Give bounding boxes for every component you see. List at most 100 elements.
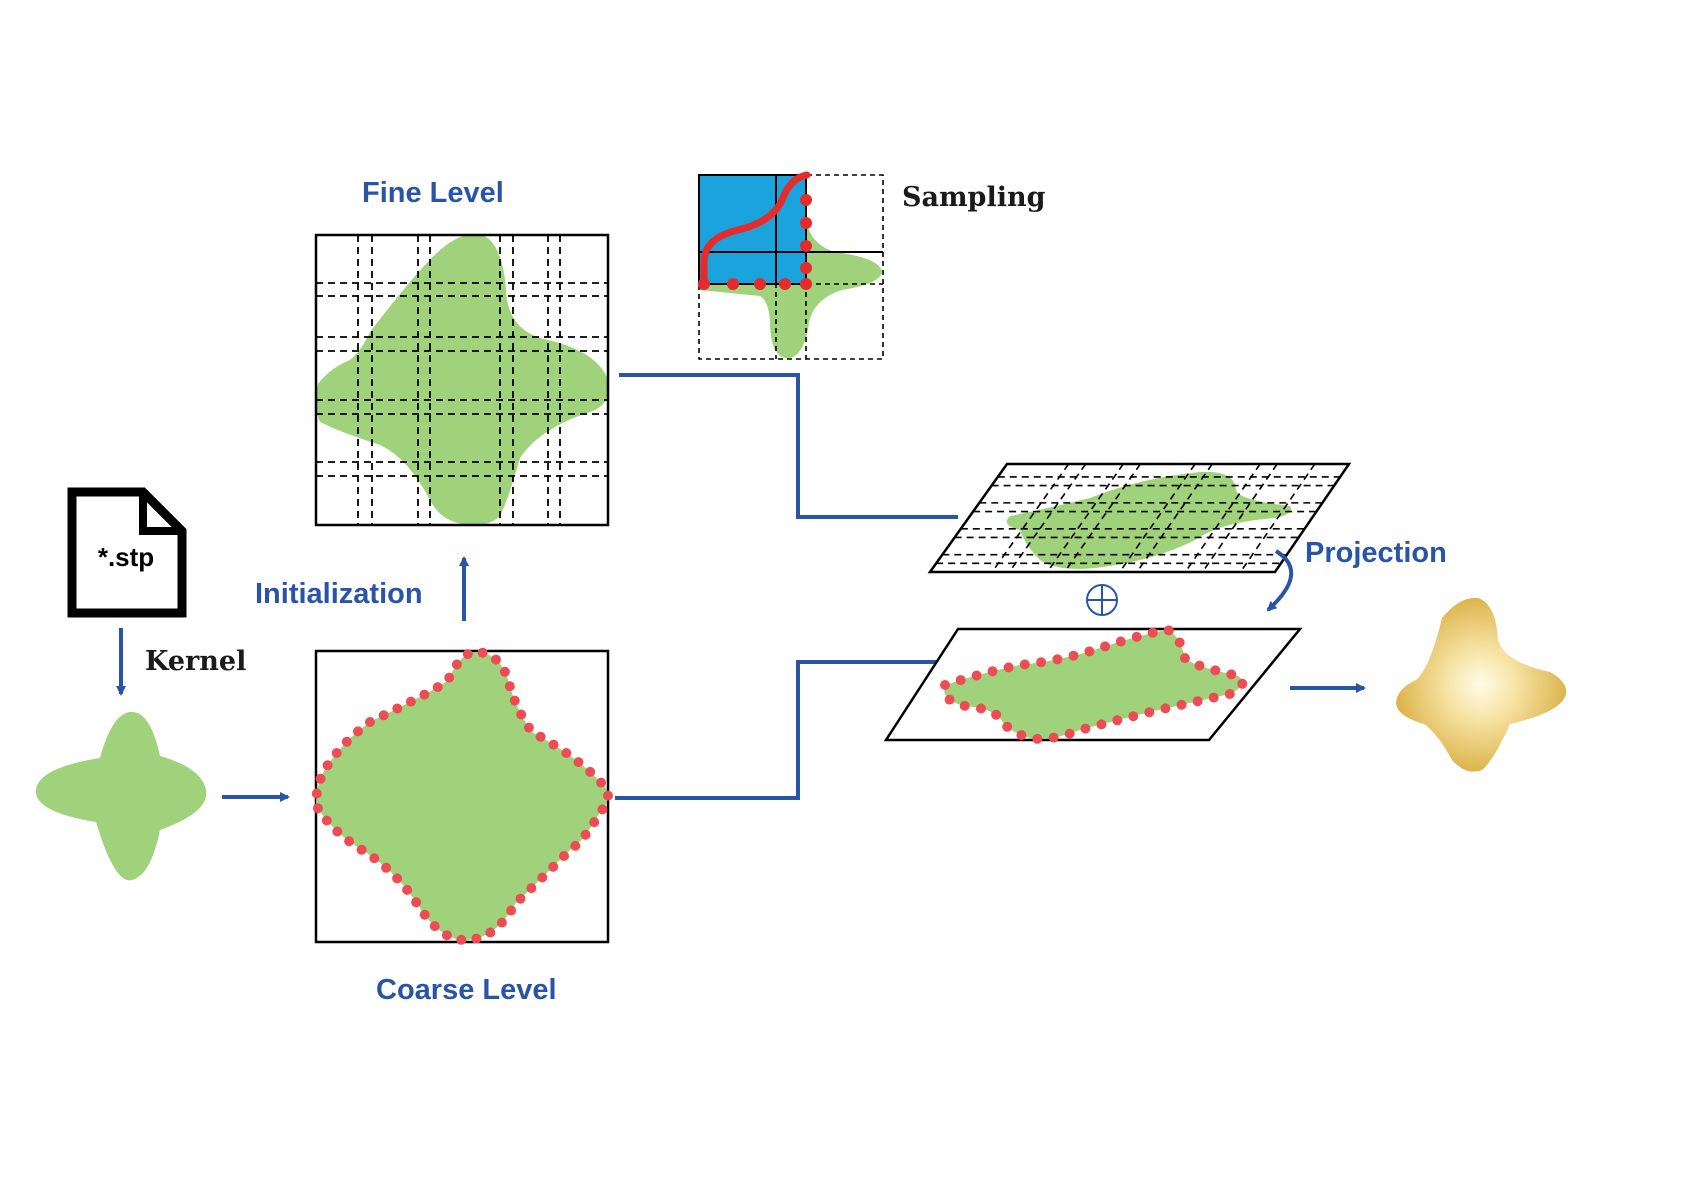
sample-point	[800, 194, 812, 206]
fine-level-panel	[314, 233, 610, 527]
plane-grid-vline	[1046, 463, 1124, 573]
sample-point	[515, 893, 526, 904]
sample-point	[402, 884, 413, 895]
sample-point	[940, 680, 950, 690]
sample-point	[516, 709, 527, 720]
sample-point	[322, 760, 333, 771]
sample-point	[573, 757, 584, 768]
sample-point	[451, 659, 462, 670]
sample-point	[378, 710, 389, 721]
sample-point	[1160, 703, 1171, 714]
fine-projected-shape	[1006, 471, 1291, 569]
sample-point	[944, 694, 955, 705]
file-name: *.stp	[98, 542, 154, 572]
plane-grid-vline	[1119, 463, 1196, 573]
sample-point	[509, 695, 520, 706]
sample-point	[971, 670, 982, 681]
kernel-label: Kernel	[145, 646, 246, 677]
sample-point	[419, 909, 430, 920]
sample-point	[535, 731, 546, 742]
plane-grid-vline	[1239, 463, 1316, 573]
sample-point	[331, 748, 342, 758]
sample-point	[499, 666, 510, 677]
sample-point	[341, 736, 352, 747]
fine-projection-plane	[927, 462, 1352, 574]
coarse-projected-shape	[944, 630, 1243, 739]
sample-point	[462, 649, 473, 660]
sample-point	[1210, 665, 1221, 676]
sample-point	[506, 905, 517, 916]
curved-arrow-icon	[1266, 549, 1294, 612]
sample-point	[1032, 733, 1043, 744]
sampling-label: Sampling	[902, 182, 1046, 213]
sample-point	[312, 803, 323, 814]
sample-point	[580, 829, 591, 840]
sample-point	[1163, 625, 1174, 636]
sample-point	[353, 726, 363, 737]
sample-point	[1068, 650, 1079, 661]
initialization-label: Initialization	[255, 578, 423, 610]
sample-point	[779, 278, 791, 290]
sample-point	[392, 703, 403, 714]
sample-point	[698, 278, 710, 290]
sample-point	[1048, 732, 1059, 743]
sample-point	[1174, 637, 1185, 648]
sample-point	[1003, 662, 1014, 673]
fine-level-label: Fine Level	[362, 177, 504, 209]
sample-point	[585, 766, 596, 777]
sample-point	[392, 873, 403, 884]
sample-point	[456, 934, 467, 945]
sampling-inset	[698, 171, 884, 360]
sampling-solid-lines	[698, 174, 883, 285]
sample-point	[369, 853, 380, 864]
sample-point	[526, 883, 537, 894]
sample-point	[1096, 719, 1107, 730]
sample-point	[1226, 669, 1237, 680]
sample-point	[1115, 636, 1126, 647]
sample-point	[496, 917, 507, 928]
coarse-level-label: Coarse Level	[376, 974, 557, 1006]
sample-point	[471, 933, 482, 944]
sample-point	[419, 689, 430, 700]
sample-point	[1192, 696, 1203, 707]
sample-point	[570, 840, 581, 851]
sample-point	[1100, 641, 1111, 652]
fine-to-plane-connector	[619, 373, 958, 519]
sample-point	[344, 836, 355, 847]
kernel-shape	[35, 711, 207, 881]
sample-point	[523, 722, 534, 733]
sample-point	[603, 790, 613, 801]
plane-grid-vline	[1008, 463, 1087, 573]
sample-point	[429, 921, 440, 932]
sample-point	[1147, 627, 1158, 638]
sample-point	[444, 672, 455, 683]
sample-point	[1144, 707, 1155, 718]
sample-point	[1131, 631, 1142, 642]
coarse-sample-points	[311, 647, 613, 945]
sample-point	[800, 278, 812, 290]
sample-point	[987, 666, 998, 677]
sample-point	[1128, 711, 1139, 722]
sample-point	[1084, 646, 1095, 657]
plane-grid-lines	[936, 463, 1341, 573]
sample-point	[315, 773, 326, 784]
sample-point	[1194, 660, 1205, 671]
sample-point	[1237, 678, 1248, 689]
sample-point	[332, 826, 343, 837]
sample-point	[504, 681, 515, 692]
sample-point	[800, 240, 812, 252]
sample-point	[1112, 715, 1123, 726]
sample-point	[365, 717, 375, 727]
sample-point	[597, 804, 608, 815]
sample-point	[321, 815, 332, 826]
sample-point	[589, 817, 600, 828]
sample-point	[548, 861, 559, 872]
sample-point	[976, 703, 986, 714]
sample-point	[1052, 654, 1063, 665]
sample-point	[754, 278, 766, 290]
sample-point	[1016, 730, 1027, 741]
sample-point	[485, 927, 496, 938]
sample-point	[477, 647, 488, 658]
projection-label: Projection	[1305, 537, 1447, 569]
projected-sample-points	[940, 625, 1248, 744]
